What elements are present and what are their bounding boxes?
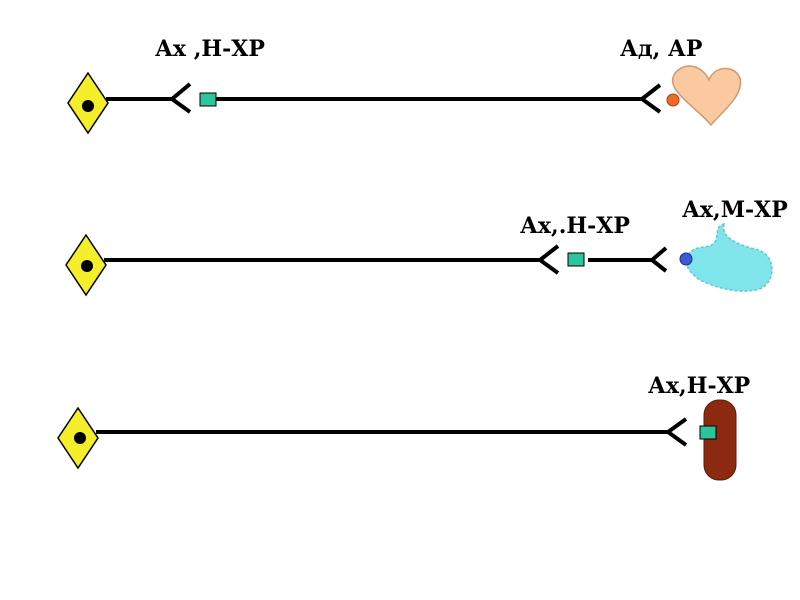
adrenoreceptor-icon	[666, 93, 680, 107]
m-cholinoreceptor-icon	[679, 252, 693, 266]
label-effector: Ах,М-ХР	[682, 197, 788, 223]
synaptic-terminal-icon	[536, 244, 560, 275]
nucleus-icon	[82, 100, 94, 112]
pathway-parasympathetic: Ах,.Н-ХР Ах,М-ХР	[65, 197, 788, 297]
label-ganglion: Ах,.Н-ХР	[520, 213, 630, 239]
nucleus-icon	[74, 432, 86, 444]
h-cholinoreceptor-icon	[567, 252, 585, 267]
synaptic-terminal-icon	[648, 246, 668, 273]
synaptic-terminal-icon	[168, 82, 192, 114]
pathway-somatic: Ах,Н-ХР	[57, 373, 750, 481]
synaptic-terminal-icon	[664, 417, 688, 447]
h-cholinoreceptor-icon	[199, 92, 217, 107]
pathway-sympathetic: Ах ,Н-ХР Ад, АР	[67, 36, 742, 135]
label-effector: Ад, АР	[620, 36, 702, 62]
h-cholinoreceptor-icon	[699, 425, 717, 440]
stomach-icon	[685, 222, 773, 292]
synaptic-terminal-icon	[638, 83, 662, 114]
nucleus-icon	[81, 260, 93, 272]
label-ganglion: Ах ,Н-ХР	[155, 36, 265, 62]
skeletal-muscle-icon	[703, 399, 737, 481]
label-effector: Ах,Н-ХР	[648, 373, 750, 399]
heart-icon	[671, 65, 742, 127]
